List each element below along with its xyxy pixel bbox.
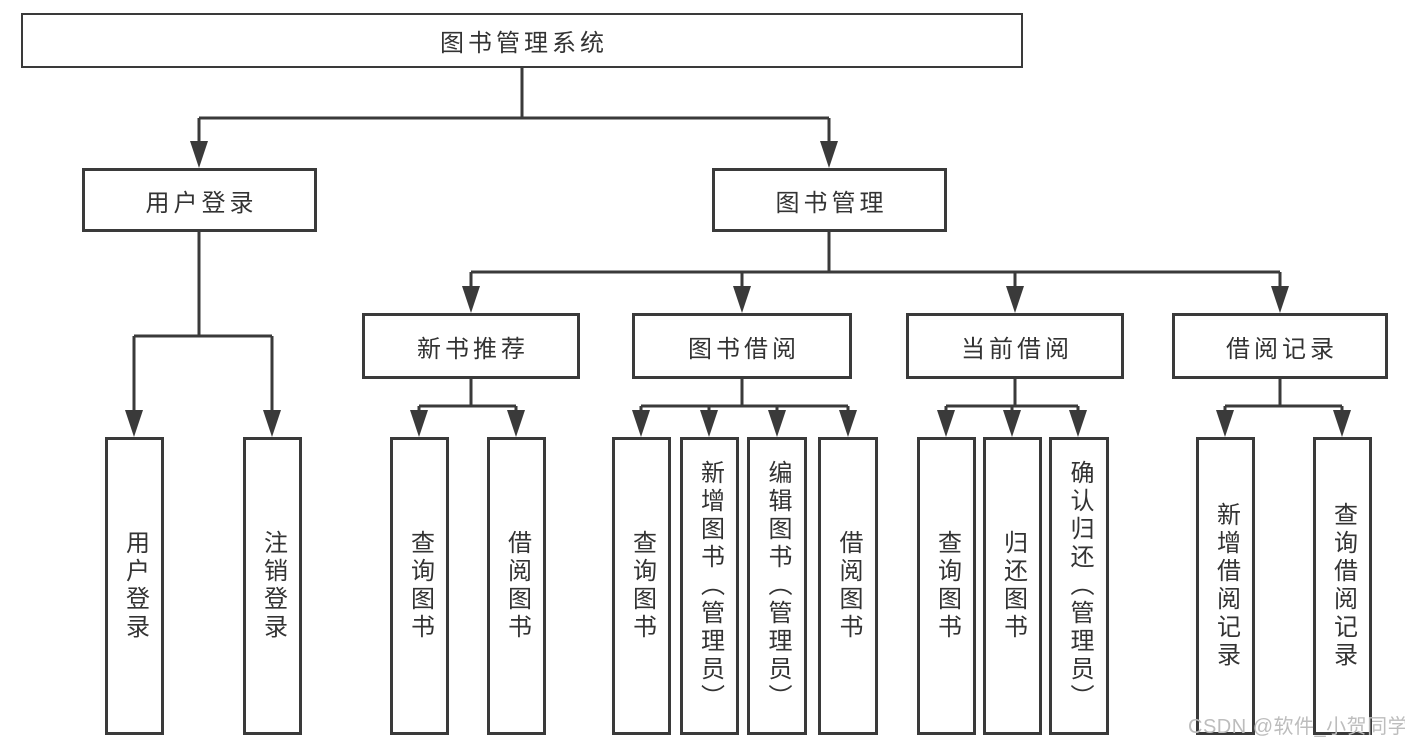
node-label: 借阅图书 [835, 530, 862, 642]
arrow-down-icon [125, 410, 143, 437]
arrow-down-icon [768, 410, 786, 437]
node-label: 查询图书 [406, 530, 434, 642]
arrow-down-icon [263, 410, 281, 437]
node-leaf-user-login: 用户登录 [105, 437, 164, 735]
node-label: 确认归还（管理员） [1066, 460, 1093, 712]
node-leaf-edit-book-admin: 编辑图书（管理员） [747, 437, 807, 735]
node-label: 图书借阅 [688, 335, 800, 363]
arrow-down-icon [1006, 286, 1024, 313]
node-label: 当前借阅 [961, 335, 1073, 363]
node-label: 新书推荐 [417, 335, 529, 363]
node-label: 编辑图书（管理员） [764, 460, 791, 712]
arrow-down-icon [190, 141, 208, 168]
node-leaf-recommend-query-book: 查询图书 [390, 437, 449, 735]
node-leaf-confirm-return-admin: 确认归还（管理员） [1049, 437, 1109, 735]
arrow-down-icon [937, 410, 955, 437]
arrow-down-icon [410, 410, 428, 437]
csdn-watermark: CSDN @软件_小贺同学 [1188, 716, 1405, 738]
node-new-book-recommend: 新书推荐 [362, 313, 580, 379]
node-book-borrow: 图书借阅 [632, 313, 852, 379]
arrow-down-icon [733, 286, 751, 313]
node-label: 新增借阅记录 [1212, 502, 1240, 670]
node-label: 用户登录 [145, 189, 258, 217]
node-book-management: 图书管理 [712, 168, 947, 232]
node-label: 新增图书（管理员） [696, 460, 724, 712]
arrow-down-icon [1003, 410, 1021, 437]
node-label: 注销登录 [259, 530, 287, 642]
node-label: 查询借阅记录 [1329, 502, 1357, 670]
node-borrow-records: 借阅记录 [1172, 313, 1388, 379]
arrow-down-icon [1069, 410, 1087, 437]
node-leaf-add-borrow-record: 新增借阅记录 [1196, 437, 1255, 735]
arrow-down-icon [507, 410, 525, 437]
node-label: 图书管理系统 [440, 30, 608, 57]
node-leaf-borrow-book: 借阅图书 [818, 437, 878, 735]
node-leaf-query-borrow-record: 查询借阅记录 [1313, 437, 1372, 735]
arrow-down-icon [1271, 286, 1289, 313]
node-leaf-borrow-query-book: 查询图书 [612, 437, 671, 735]
node-leaf-logout: 注销登录 [243, 437, 302, 735]
node-label: 借阅图书 [503, 530, 531, 642]
arrow-down-icon [839, 410, 857, 437]
node-label: 查询图书 [628, 530, 656, 642]
node-leaf-current-query-book: 查询图书 [917, 437, 976, 735]
node-label: 图书管理 [775, 189, 888, 217]
node-library-management-system: 图书管理系统 [21, 13, 1023, 68]
arrow-down-icon [462, 286, 480, 313]
node-current-borrow: 当前借阅 [906, 313, 1124, 379]
arrow-down-icon [1333, 410, 1351, 437]
node-label: 借阅记录 [1226, 335, 1338, 363]
node-leaf-add-book-admin: 新增图书（管理员） [680, 437, 739, 735]
node-label: 用户登录 [121, 530, 149, 642]
arrow-down-icon [1216, 410, 1234, 437]
node-label: 查询图书 [933, 530, 961, 642]
node-label: 归还图书 [999, 530, 1027, 642]
node-leaf-recommend-borrow-book: 借阅图书 [487, 437, 546, 735]
node-leaf-return-book: 归还图书 [983, 437, 1042, 735]
arrow-down-icon [700, 410, 718, 437]
arrow-down-icon [820, 141, 838, 168]
node-user-login: 用户登录 [82, 168, 317, 232]
arrow-down-icon [632, 410, 650, 437]
